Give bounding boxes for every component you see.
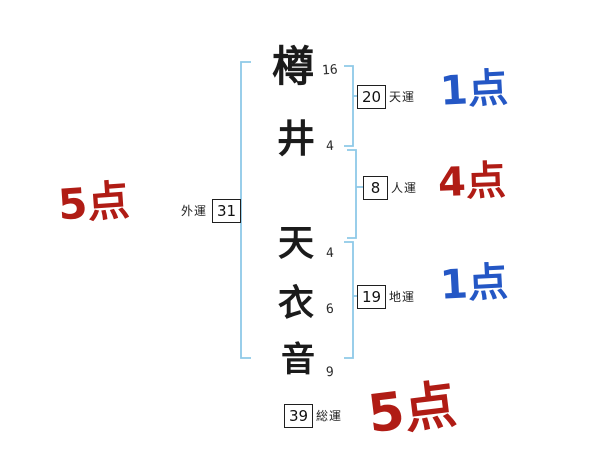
name-char-glyph: 音 — [281, 340, 315, 380]
name-char-glyph: 樽 — [272, 42, 315, 91]
person-bracket — [347, 149, 357, 239]
heaven-bracket — [344, 65, 354, 147]
stroke-count: 9 — [325, 364, 335, 381]
stroke-count: 4 — [325, 245, 335, 262]
total-luck-label: 総運 — [316, 409, 343, 423]
stroke-count: 16 — [321, 62, 339, 79]
stroke-count: 4 — [325, 138, 335, 155]
person-luck-score: 4点 — [437, 157, 507, 207]
outer-luck-value-box: 31 — [212, 199, 241, 223]
outer-luck-label: 外運 — [181, 204, 208, 218]
earth-luck-value-box: 19 — [357, 285, 386, 309]
heaven-luck-value-box: 20 — [357, 85, 386, 109]
name-char-glyph: 衣 — [278, 283, 315, 324]
total-luck-score: 5点 — [364, 374, 460, 446]
earth-bracket — [344, 241, 354, 359]
heaven-luck-label: 天運 — [389, 90, 416, 104]
person-luck-label: 人運 — [391, 181, 418, 195]
person-luck-value-box: 8 — [363, 176, 388, 200]
name-char-glyph: 天 — [278, 223, 315, 264]
earth-luck-score: 1点 — [438, 259, 510, 309]
stroke-count: 6 — [325, 301, 335, 318]
outer-bracket — [240, 61, 251, 359]
name-char-glyph: 井 — [277, 117, 316, 161]
total-luck-value-box: 39 — [284, 404, 313, 428]
outer-luck-score: 5点 — [56, 175, 131, 230]
heaven-luck-score: 1点 — [438, 65, 510, 115]
earth-luck-label: 地運 — [389, 290, 416, 304]
